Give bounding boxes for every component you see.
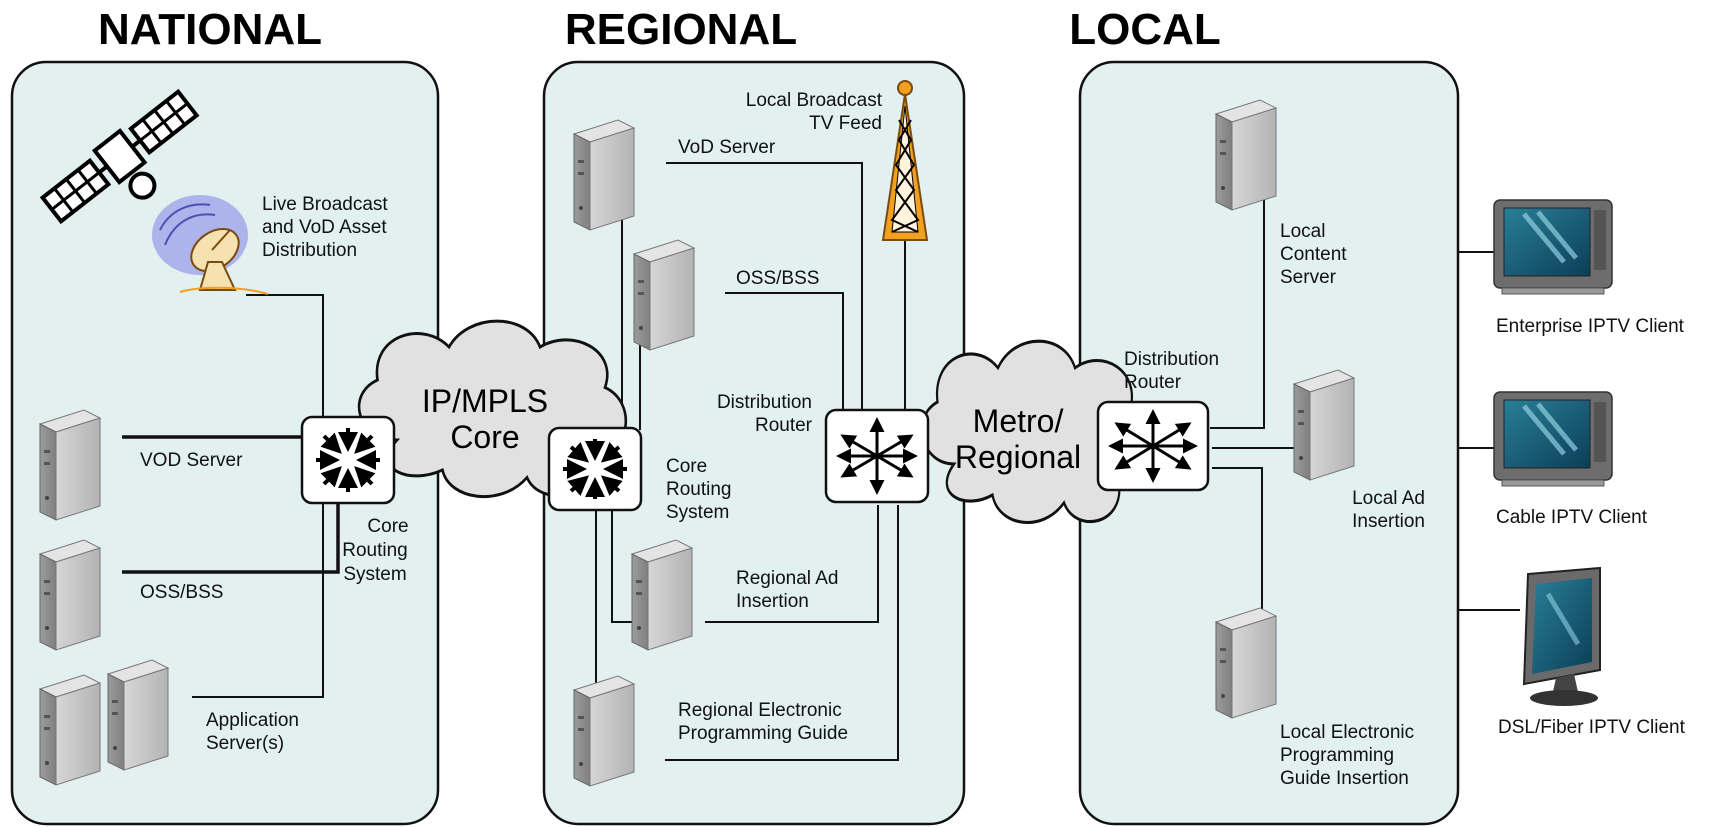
section-title-regional: REGIONAL [565, 5, 797, 54]
local-dist-router-label-1: Distribution [1124, 349, 1219, 370]
local-epg-label-1: Local Electronic [1280, 722, 1414, 743]
national-app-server-label-1: Application [206, 710, 299, 731]
link-reg-epg [665, 505, 899, 761]
national-core-router-icon [300, 415, 396, 505]
local-dist-router-icon [1096, 400, 1210, 492]
national-vod-server-icon [39, 409, 101, 521]
regional-vod-server-label: VoD Server [678, 137, 776, 158]
link-reg-oss [725, 292, 844, 460]
local-content-label-1: Local [1280, 221, 1325, 242]
national-broadcast-label-2: and VoD Asset [262, 217, 387, 238]
national-broadcast-label-3: Distribution [262, 240, 357, 261]
link-loc-content [1210, 175, 1265, 429]
national-app-server-label-2: Server(s) [206, 733, 284, 754]
regional-dist-router-label-2: Router [755, 415, 813, 436]
local-content-server-icon [1215, 99, 1277, 211]
link-core-ad [611, 510, 640, 623]
regional-dist-router-icon [824, 408, 930, 504]
regional-dist-router-label-1: Distribution [717, 392, 812, 413]
regional-vod-server-icon [573, 119, 635, 231]
section-title-national: NATIONAL [98, 5, 322, 54]
enterprise-client-label: Enterprise IPTV Client [1496, 316, 1685, 337]
ip-mpls-label-line2: Core [450, 419, 519, 455]
satellite-dish-icon [152, 195, 269, 295]
regional-ad-label-2: Insertion [736, 591, 809, 612]
satellite-icon [39, 88, 200, 225]
metro-label-line1: Metro/ [973, 403, 1064, 439]
national-app-server-icon-1 [39, 674, 101, 786]
enterprise-tv-icon [1494, 200, 1612, 294]
cable-client-label: Cable IPTV Client [1496, 507, 1648, 528]
national-core-routing-label-1: Core [367, 516, 408, 537]
ip-mpls-label-line1: IP/MPLS [422, 383, 548, 419]
national-broadcast-label-1: Live Broadcast [262, 194, 388, 215]
regional-core-routing-label-3: System [666, 502, 729, 523]
link-loc-epg [1212, 467, 1263, 615]
link-app-core [192, 490, 324, 698]
regional-core-routing-label-2: Routing [666, 479, 732, 500]
link-reg-ad [705, 505, 879, 623]
monitor-icon [1522, 566, 1601, 706]
regional-core-routing-label-1: Core [666, 456, 707, 477]
national-oss-bss-server-icon [39, 539, 101, 651]
local-ad-server-icon [1293, 369, 1355, 481]
regional-ad-label-1: Regional Ad [736, 568, 838, 589]
national-vod-server-label: VOD Server [140, 450, 243, 471]
broadcast-tower-icon [881, 80, 929, 241]
local-content-label-2: Content [1280, 244, 1347, 265]
regional-core-router-icon [547, 426, 643, 512]
section-title-local: LOCAL [1069, 5, 1221, 54]
local-content-label-3: Server [1280, 267, 1337, 288]
regional-tv-feed-label-2: TV Feed [809, 113, 882, 134]
national-oss-bss-label: OSS/BSS [140, 582, 223, 603]
local-epg-server-icon [1215, 607, 1277, 719]
local-epg-label-2: Programming [1280, 745, 1394, 766]
link-dish-core [246, 294, 324, 435]
regional-epg-label-1: Regional Electronic [678, 700, 842, 721]
national-core-routing-label-2: Routing [342, 540, 408, 561]
link-reg-vod [666, 162, 863, 460]
regional-oss-bss-server-icon [633, 239, 695, 351]
regional-epg-server-icon [573, 675, 635, 787]
cable-tv-icon [1494, 392, 1612, 486]
local-ad-label-2: Insertion [1352, 511, 1425, 532]
link-oss-core [122, 490, 340, 574]
national-core-routing-label-3: System [343, 564, 406, 585]
national-app-server-icon-2 [107, 659, 169, 771]
local-ad-label-1: Local Ad [1352, 488, 1425, 509]
dsl-client-label: DSL/Fiber IPTV Client [1498, 717, 1686, 738]
metro-label-line2: Regional [955, 439, 1081, 475]
local-dist-router-label-2: Router [1124, 372, 1182, 393]
regional-oss-bss-label: OSS/BSS [736, 268, 819, 289]
local-epg-label-3: Guide Insertion [1280, 768, 1409, 789]
regional-tv-feed-label-1: Local Broadcast [746, 90, 883, 111]
regional-epg-label-2: Programming Guide [678, 723, 848, 744]
regional-ad-server-icon [631, 539, 693, 651]
